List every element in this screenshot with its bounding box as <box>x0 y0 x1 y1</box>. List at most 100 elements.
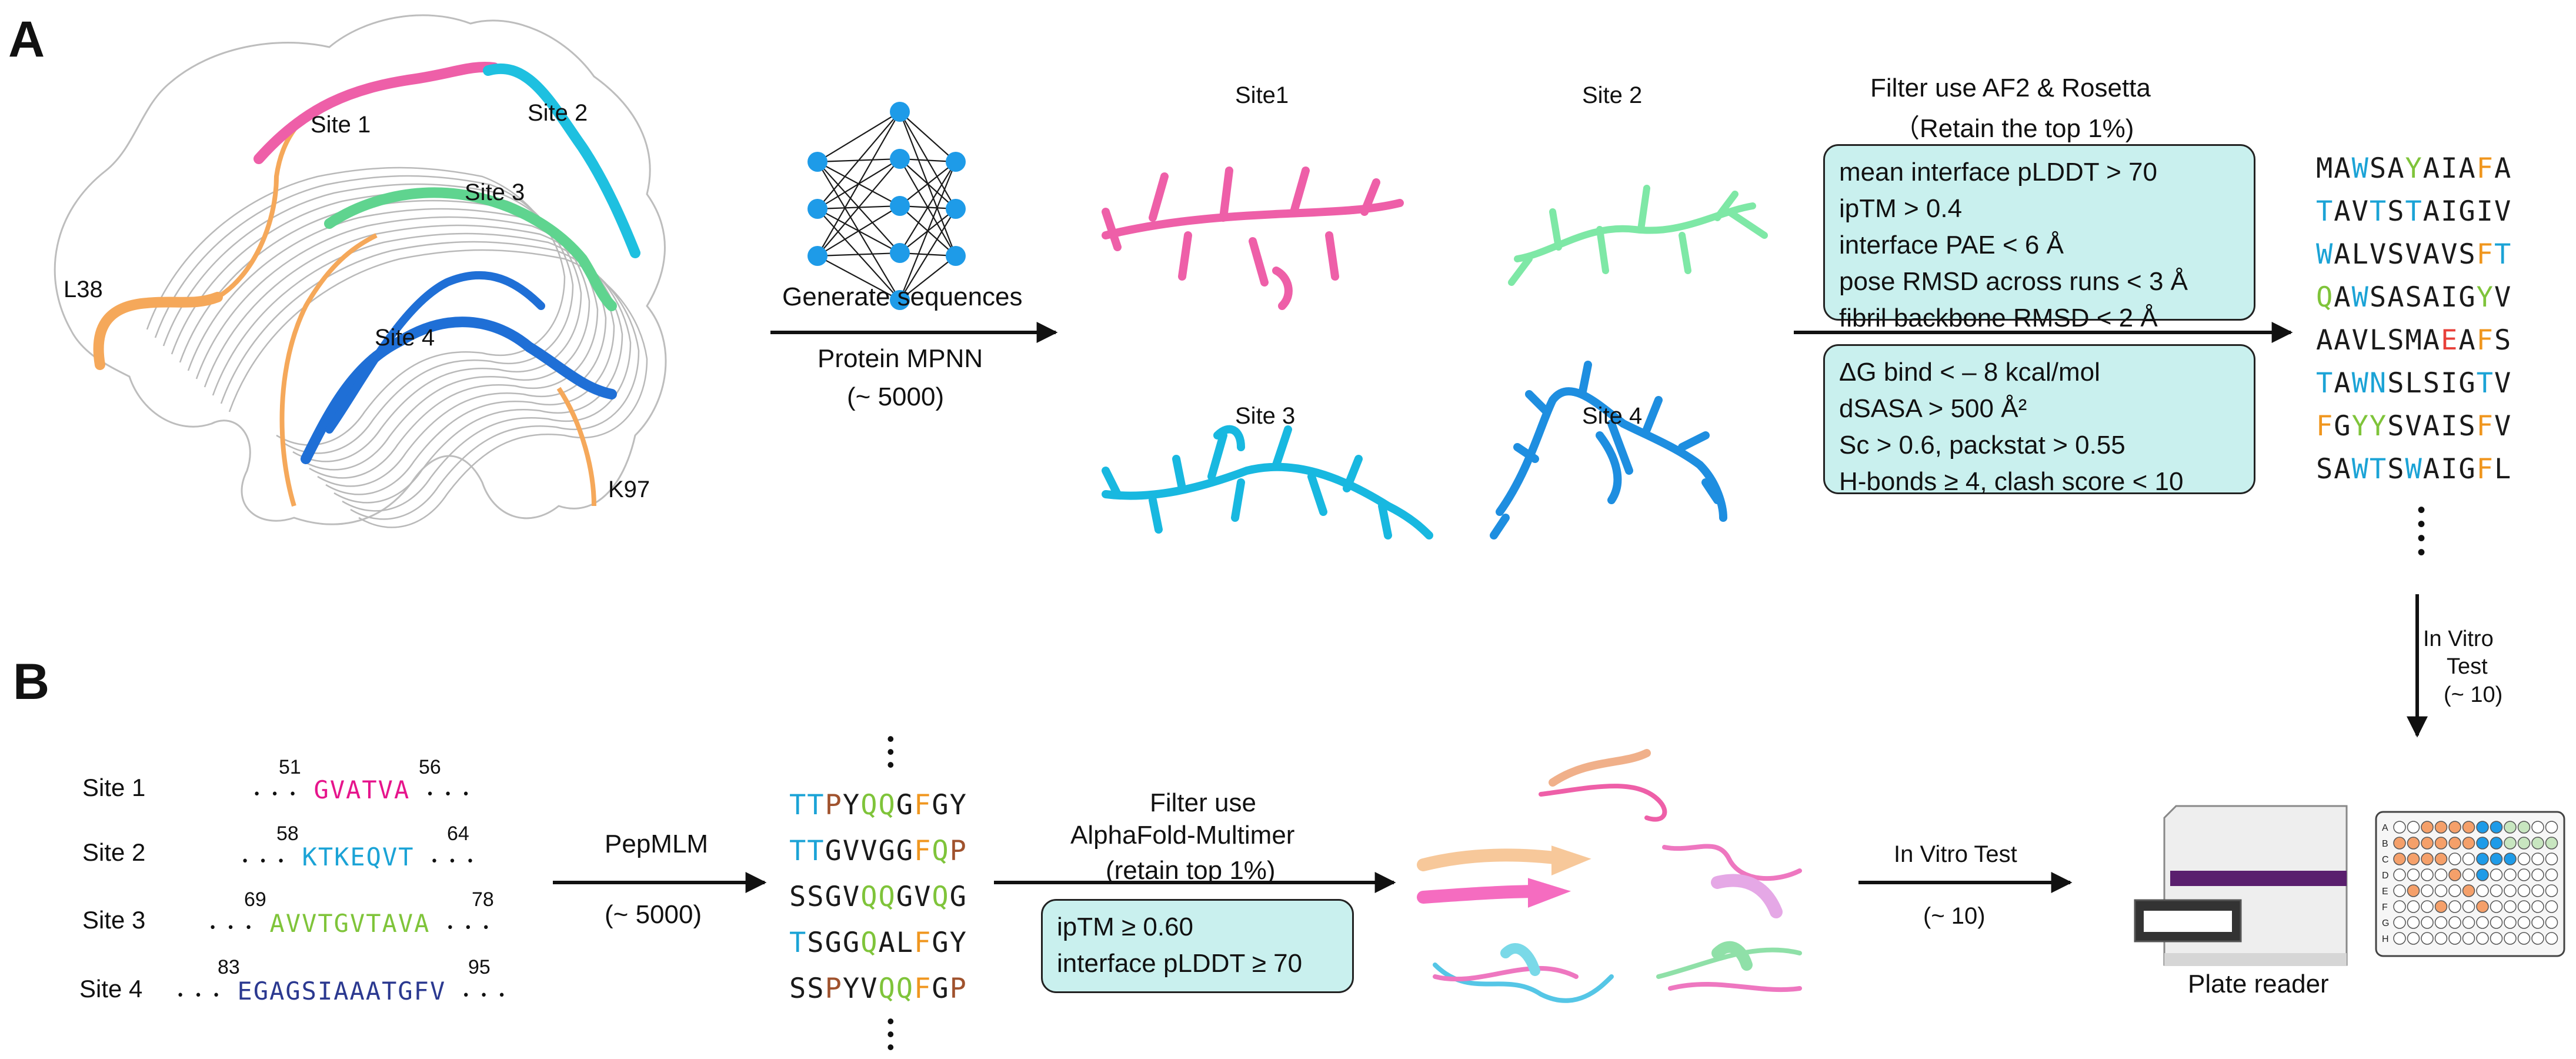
site1-sequence: • • • GVATVA • • • <box>253 775 471 804</box>
residue: P <box>949 973 967 1005</box>
residue: V <box>860 835 879 867</box>
plate-well <box>2517 837 2531 850</box>
multimer-criterion: ipTM ≥ 0.60 <box>1057 913 1194 941</box>
residue: S <box>2387 324 2405 357</box>
residue: A <box>2458 152 2477 185</box>
residue: A <box>2422 195 2441 228</box>
site-name-4: Site 4 <box>79 975 143 1003</box>
plate-well <box>2407 900 2420 913</box>
residue: Q <box>932 881 950 913</box>
plate-well <box>2531 884 2544 897</box>
structure-site2 <box>1508 185 1768 286</box>
plate-well <box>2531 900 2544 913</box>
af2-filter-subtitle: （Retain the top 1%) <box>1894 114 2134 143</box>
strand-blue-2 <box>325 271 545 434</box>
plate-well <box>2517 868 2531 881</box>
residue: V <box>842 835 861 867</box>
residue: S <box>807 881 825 913</box>
complex-2 <box>1417 845 1591 908</box>
fibril-label-site2: Site 2 <box>528 100 588 126</box>
plate-well <box>2476 868 2489 881</box>
designed-sequence-list-b: TTPYQQGFGY TTGVVGGFQP SSGVQQGVQG TSGGQAL… <box>789 782 967 1012</box>
residue: V <box>2494 281 2512 314</box>
residue: I <box>2441 453 2459 485</box>
dots: • • • <box>209 921 254 935</box>
multimer-filter-subtitle: (retain top 1%) <box>1106 856 1276 885</box>
residue: A <box>2494 152 2512 185</box>
residue: G <box>932 789 950 821</box>
residue: M <box>2316 152 2334 185</box>
plate-well <box>2476 884 2489 897</box>
residue: I <box>2441 410 2459 442</box>
residue: A <box>2334 152 2352 185</box>
fibril-layer <box>228 249 648 528</box>
residue: V <box>2405 410 2423 442</box>
residue: T <box>2405 195 2423 228</box>
residue: V <box>914 881 932 913</box>
plate-row-label: H <box>2382 934 2389 944</box>
plate-well <box>2476 852 2489 865</box>
site-name-1: Site 1 <box>82 774 146 801</box>
site3-end: 78 <box>472 888 494 911</box>
residue: S <box>2369 152 2388 185</box>
residue: Q <box>896 973 915 1005</box>
plate-well <box>2517 916 2531 929</box>
complex-4 <box>1433 943 1614 1003</box>
residue: A <box>2334 195 2352 228</box>
multimer-filter-title: Filter use <box>1150 788 1256 817</box>
in-vitro-label-a: In Vitro <box>2423 627 2494 651</box>
residue: Y <box>2476 281 2494 314</box>
in-vitro-count-a: (~ 10) <box>2444 682 2503 707</box>
dots: • • • <box>241 854 286 869</box>
residue: Y <box>2369 410 2388 442</box>
residue: T <box>789 835 807 867</box>
multimer-filter-title2: AlphaFold-Multimer <box>1070 821 1295 850</box>
dots: • • • <box>462 988 507 1003</box>
residue: P <box>825 789 843 821</box>
sequence-row: SAWTSWAIGFL <box>2316 448 2512 491</box>
plate-well <box>2476 821 2489 834</box>
plate-well <box>2504 884 2517 897</box>
residue: T <box>2316 195 2334 228</box>
structure-label-site1: Site1 <box>1235 82 1289 108</box>
plate-well <box>2517 900 2531 913</box>
plate-well <box>2545 821 2558 834</box>
plate-well <box>2393 821 2406 834</box>
residue: G <box>825 881 843 913</box>
plate-well <box>2448 837 2461 850</box>
plate-row-label: E <box>2382 887 2388 897</box>
residue: V <box>2369 238 2388 271</box>
residue: Q <box>878 789 896 821</box>
residue: G <box>2458 195 2477 228</box>
residue: T <box>2369 453 2388 485</box>
residue: N <box>2369 367 2388 399</box>
plate-well <box>2462 916 2475 929</box>
plate-well <box>2545 916 2558 929</box>
residue: W <box>2351 453 2370 485</box>
site-name-3: Site 3 <box>82 906 146 934</box>
sequence-row: WALVSVAVSFT <box>2316 233 2512 276</box>
sequence-row: TTGVVGGFQP <box>789 828 967 874</box>
residue: T <box>2476 367 2494 399</box>
residue: G <box>825 835 843 867</box>
dots: • • • <box>176 988 222 1003</box>
plate-well <box>2407 837 2420 850</box>
plate-well <box>2407 932 2420 945</box>
structure-label-site3: Site 3 <box>1235 403 1296 429</box>
plate-well <box>2421 821 2434 834</box>
plate-well <box>2421 852 2434 865</box>
fibril-layer <box>171 191 590 471</box>
structure-label-site2: Site 2 <box>1582 82 1643 108</box>
residue: I <box>2476 195 2494 228</box>
plate-well <box>2462 821 2475 834</box>
residue: F <box>914 835 932 867</box>
residue: A <box>2334 238 2352 271</box>
sequence-row: TSGGQALFGY <box>789 920 967 966</box>
plate-well <box>2531 837 2544 850</box>
plate-well <box>2504 900 2517 913</box>
residue: V <box>860 973 879 1005</box>
sequence-row: FGYYSVAISFV <box>2316 405 2512 448</box>
site2-sequence: • • • KTKEQVT • • • <box>241 842 475 871</box>
residue: Q <box>878 973 896 1005</box>
residue: S <box>2387 453 2405 485</box>
